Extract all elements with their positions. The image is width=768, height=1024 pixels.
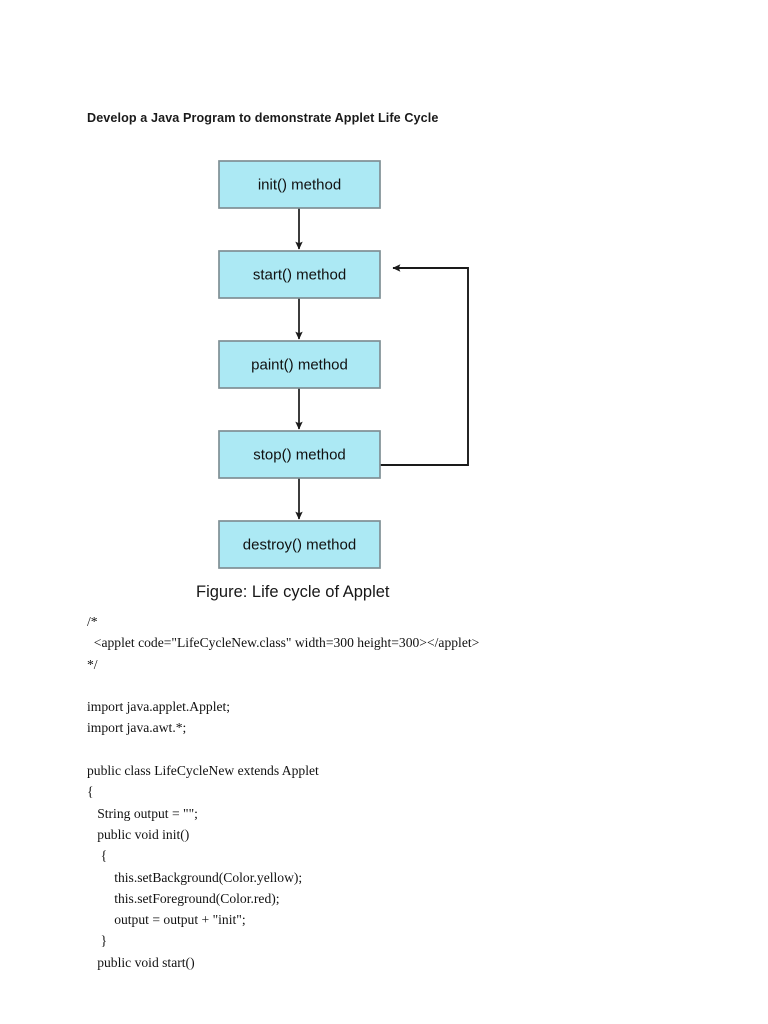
code-blank-line	[87, 675, 687, 696]
code-line: {	[87, 848, 108, 864]
flowchart-node-stop: stop() method	[218, 430, 381, 479]
code-blank-line	[87, 739, 687, 760]
code-line: /*	[87, 614, 98, 629]
code-line: String output = "";	[87, 805, 198, 821]
code-line: */	[87, 656, 98, 672]
flowchart-node-paint-label: paint() method	[251, 356, 348, 373]
code-line: }	[87, 933, 108, 949]
code-line: public void init()	[87, 826, 190, 842]
code-line: this.setForeground(Color.red);	[87, 890, 280, 906]
code-line: public class LifeCycleNew extends Applet	[87, 763, 319, 779]
flowchart-node-init-label: init() method	[258, 176, 341, 193]
flowchart-node-paint: paint() method	[218, 340, 381, 389]
page-title: Develop a Java Program to demonstrate Ap…	[87, 111, 439, 125]
flowchart-node-start-label: start() method	[253, 266, 346, 283]
code-line: output = output + "init";	[87, 912, 246, 928]
edge-stop-to-start-feedback	[380, 264, 469, 466]
flowchart-node-init: init() method	[218, 160, 381, 209]
java-code-listing: /* <applet code="LifeCycleNew.class" wid…	[87, 611, 687, 973]
code-line: <applet code="LifeCycleNew.class" width=…	[87, 635, 480, 651]
code-line: public void start()	[87, 954, 195, 970]
code-line: {	[87, 784, 94, 800]
code-line: import java.applet.Applet;	[87, 699, 231, 715]
flowchart-node-destroy: destroy() method	[218, 520, 381, 569]
flowchart-node-start: start() method	[218, 250, 381, 299]
applet-lifecycle-flowchart: init() method start() method paint() met…	[180, 145, 520, 610]
figure-caption: Figure: Life cycle of Applet	[196, 583, 390, 601]
flowchart-node-destroy-label: destroy() method	[243, 536, 356, 553]
code-line: this.setBackground(Color.yellow);	[87, 869, 303, 885]
code-line: import java.awt.*;	[87, 720, 187, 736]
flowchart-node-stop-label: stop() method	[253, 446, 346, 463]
